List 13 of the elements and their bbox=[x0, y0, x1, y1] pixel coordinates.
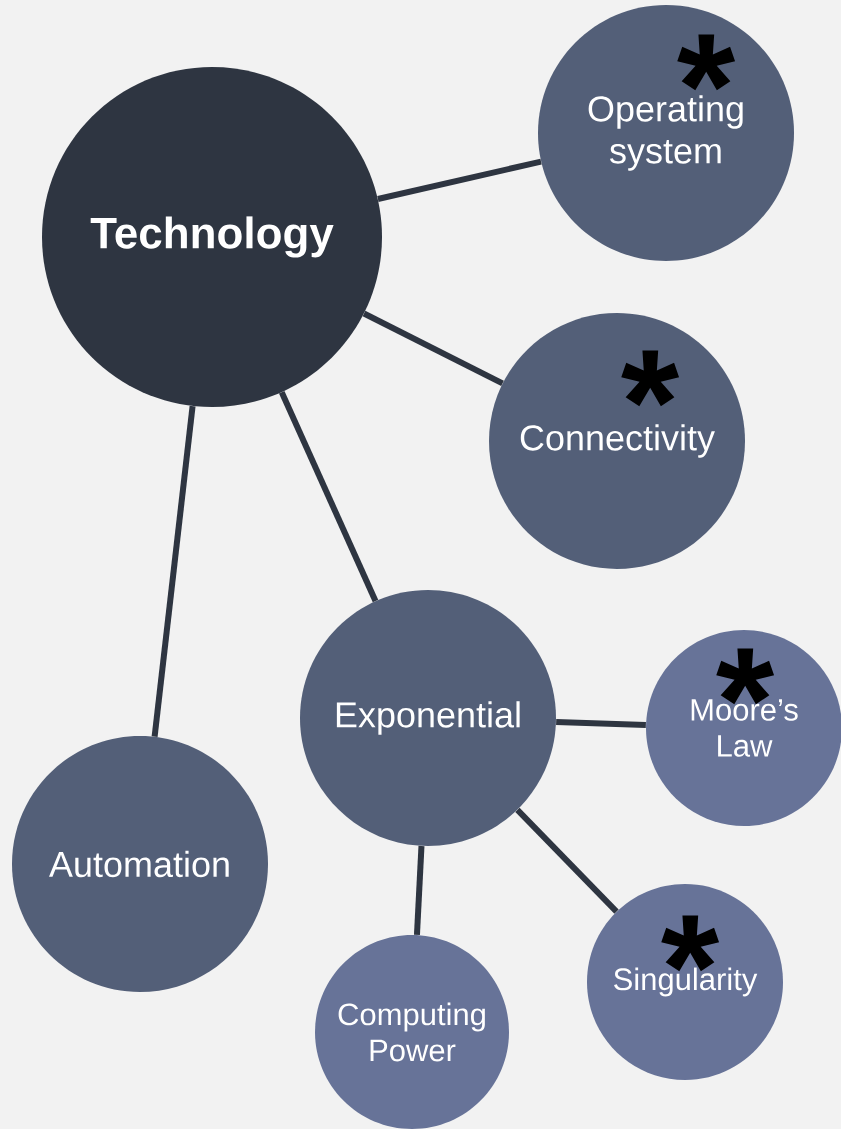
connector-line bbox=[413, 845, 425, 936]
connector-line bbox=[151, 405, 196, 737]
connector-line bbox=[279, 391, 379, 603]
circle-node: Technology bbox=[42, 67, 382, 407]
circle-node: Automation bbox=[12, 736, 268, 992]
connector-line bbox=[556, 719, 646, 728]
asterisk-mark: * bbox=[677, 34, 736, 91]
connector-line bbox=[377, 158, 542, 202]
asterisk-mark: * bbox=[621, 350, 680, 407]
circle-node: Exponential bbox=[300, 590, 556, 846]
circle-node: Computing Power bbox=[315, 935, 509, 1129]
connector-line bbox=[362, 310, 504, 386]
connector-line bbox=[515, 807, 619, 914]
